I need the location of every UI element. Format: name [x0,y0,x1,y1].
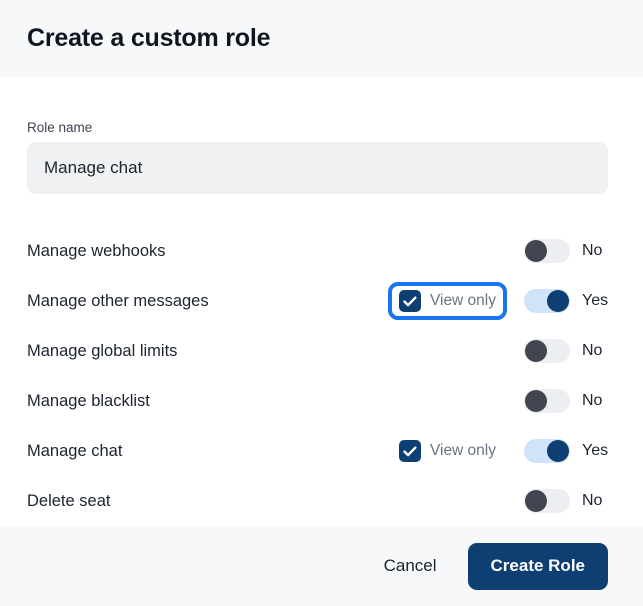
permission-toggle-wrap: No [524,339,616,363]
permission-row: Manage webhooks No [27,226,616,276]
permission-toggle[interactable] [524,489,570,513]
permission-toggle[interactable] [524,439,570,463]
permission-toggle-wrap: No [524,239,616,263]
toggle-knob [525,490,547,512]
role-name-input[interactable] [27,142,608,194]
permission-row: Manage other messages View only Yes [27,276,616,326]
toggle-value-label: Yes [582,292,609,309]
role-name-field-group: Role name [27,77,616,194]
toggle-value-label: Yes [582,442,609,459]
create-role-button[interactable]: Create Role [467,542,608,590]
dialog-footer: Cancel Create Role [0,526,643,606]
toggle-knob [525,240,547,262]
toggle-knob [525,390,547,412]
checkbox-checked-icon[interactable] [398,440,421,462]
toggle-value-label: No [582,492,603,509]
permission-row: Manage global limits No [27,326,616,376]
permission-label: Manage webhooks [27,241,166,260]
permission-row: Manage blacklist No [27,376,616,426]
permission-row: Delete seat No [27,476,616,526]
permission-toggle-wrap: Yes [524,289,616,313]
role-name-label: Role name [27,120,93,135]
permission-label: Manage other messages [27,291,209,310]
checkbox-checked-icon[interactable] [398,290,421,312]
cancel-button[interactable]: Cancel [380,548,441,584]
permission-label: Manage chat [27,441,123,460]
permission-toggle[interactable] [524,239,570,263]
view-only-label: View only [429,442,496,459]
toggle-knob [547,290,569,312]
view-only-checkbox-group[interactable]: View only [387,282,507,320]
toggle-knob [547,440,569,462]
permission-toggle-wrap: No [524,489,616,513]
view-only-label: View only [429,292,496,309]
permission-label: Delete seat [27,491,111,510]
page-title: Create a custom role [27,24,271,52]
toggle-value-label: No [582,392,603,409]
permission-toggle-wrap: Yes [524,439,616,463]
permission-toggle[interactable] [524,339,570,363]
permission-toggle[interactable] [524,289,570,313]
dialog-header: Create a custom role [0,0,643,77]
permission-label: Manage blacklist [27,391,150,410]
permission-row: Manage chat View only Yes [27,426,616,476]
permission-label: Manage global limits [27,341,178,360]
toggle-knob [525,340,547,362]
toggle-value-label: No [582,342,603,359]
view-only-checkbox-group[interactable]: View only [388,432,507,470]
permission-toggle-wrap: No [524,389,616,413]
permission-toggle[interactable] [524,389,570,413]
toggle-value-label: No [582,242,603,259]
